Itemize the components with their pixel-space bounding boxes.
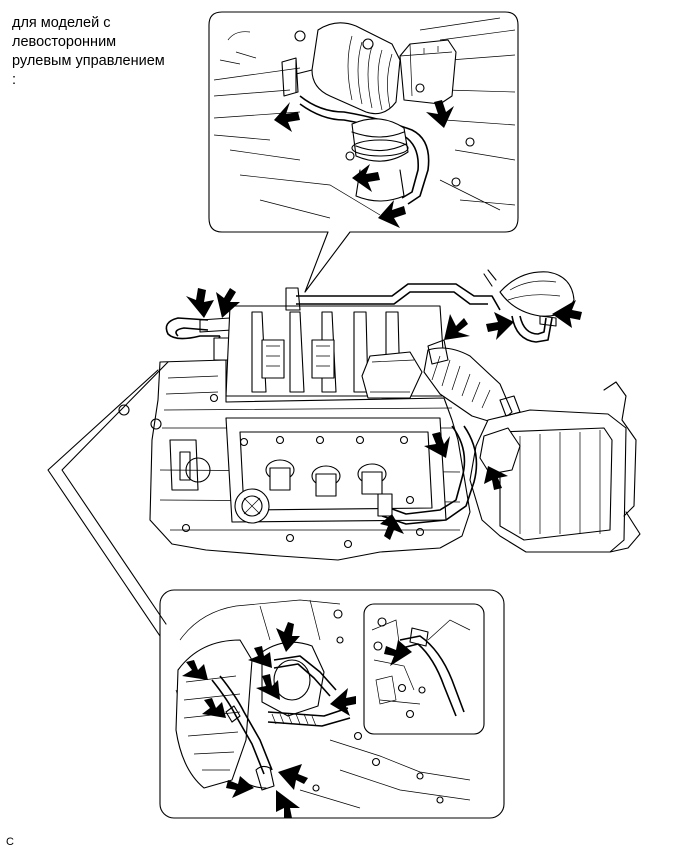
callout-arrow bbox=[352, 164, 380, 192]
detail-arrow bbox=[226, 776, 254, 798]
main-arrow bbox=[444, 314, 470, 340]
bottom-detail-callout bbox=[159, 589, 505, 819]
main-arrow bbox=[552, 300, 582, 328]
main-arrow bbox=[380, 514, 404, 540]
main-arrow bbox=[486, 312, 514, 340]
callout-arrow bbox=[378, 200, 406, 228]
inset-arrow bbox=[384, 640, 412, 666]
callout-arrow bbox=[274, 102, 300, 132]
top-detail-callout bbox=[208, 11, 519, 293]
main-arrow bbox=[484, 466, 508, 490]
detail-arrow bbox=[278, 764, 308, 790]
detail-arrow bbox=[276, 790, 300, 818]
detail-arrow bbox=[182, 660, 208, 680]
engine-main-view bbox=[47, 269, 641, 637]
detail-arrow bbox=[256, 674, 280, 700]
detail-arrow bbox=[248, 646, 272, 668]
detail-arrow bbox=[276, 622, 300, 652]
main-arrow bbox=[216, 288, 240, 318]
figure-code: C bbox=[6, 836, 14, 848]
lhd-models-caption: для моделей с левосторонним рулевым упра… bbox=[12, 15, 165, 88]
main-arrow bbox=[186, 288, 214, 318]
callout-arrow bbox=[426, 100, 454, 128]
detail-arrow bbox=[202, 698, 226, 718]
main-arrow bbox=[424, 432, 450, 458]
detail-arrow bbox=[330, 688, 356, 716]
